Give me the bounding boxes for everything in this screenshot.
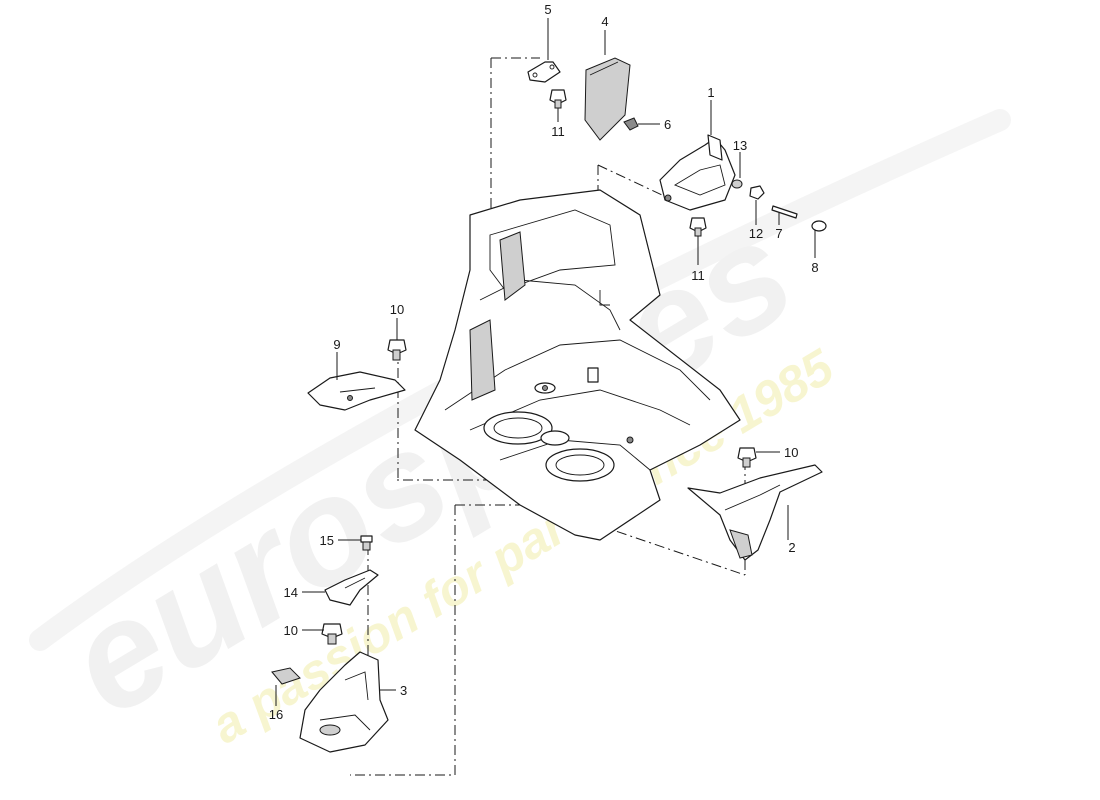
part-3-bracket	[299, 651, 389, 753]
part-11-bolt-upper	[549, 89, 567, 109]
callout-5: 5	[544, 2, 551, 17]
callout-6: 6	[664, 117, 671, 132]
callout-2: 2	[788, 540, 795, 555]
leader-lines	[275, 18, 816, 706]
part-13-washer	[731, 179, 743, 189]
rear-floor-assembly	[414, 189, 741, 541]
part-10-bolt-right	[737, 447, 757, 468]
callout-4: 4	[601, 14, 608, 29]
part-15-bolt	[360, 535, 373, 551]
part-11-bolt-lower	[689, 217, 707, 237]
callout-15: 15	[320, 533, 334, 548]
callout-11-upper: 11	[551, 124, 565, 139]
callout-14: 14	[284, 585, 298, 600]
callout-10-upper: 10	[390, 302, 404, 317]
part-16-cap	[271, 667, 301, 685]
part-10-bolt-lower	[321, 623, 343, 645]
part-2-bracket	[687, 464, 823, 561]
part-6-clip	[623, 117, 639, 131]
part-14-bracket	[324, 569, 379, 606]
part-7-bolt	[771, 205, 798, 219]
part-1-bracket	[659, 134, 736, 211]
callout-10-lower: 10	[284, 623, 298, 638]
callout-7: 7	[775, 226, 782, 241]
callout-1: 1	[707, 85, 714, 100]
callout-10-right: 10	[784, 445, 798, 460]
callout-16: 16	[269, 707, 283, 722]
callout-9: 9	[333, 337, 340, 352]
part-9-bracket	[307, 371, 406, 411]
part-8-washer	[811, 220, 827, 232]
callout-13: 13	[733, 138, 747, 153]
callouts: 5 4 1 11 6 13 12 7 8 11 10 9 10 2 15 14 …	[269, 2, 819, 722]
callout-8: 8	[811, 260, 818, 275]
part-4-cover	[584, 57, 631, 141]
callout-12: 12	[749, 226, 763, 241]
callout-11-lower: 11	[691, 268, 705, 283]
part-12-nut	[749, 185, 765, 200]
callout-3: 3	[400, 683, 407, 698]
part-10-bolt-upper	[387, 339, 407, 361]
part-5-plate	[527, 61, 561, 83]
